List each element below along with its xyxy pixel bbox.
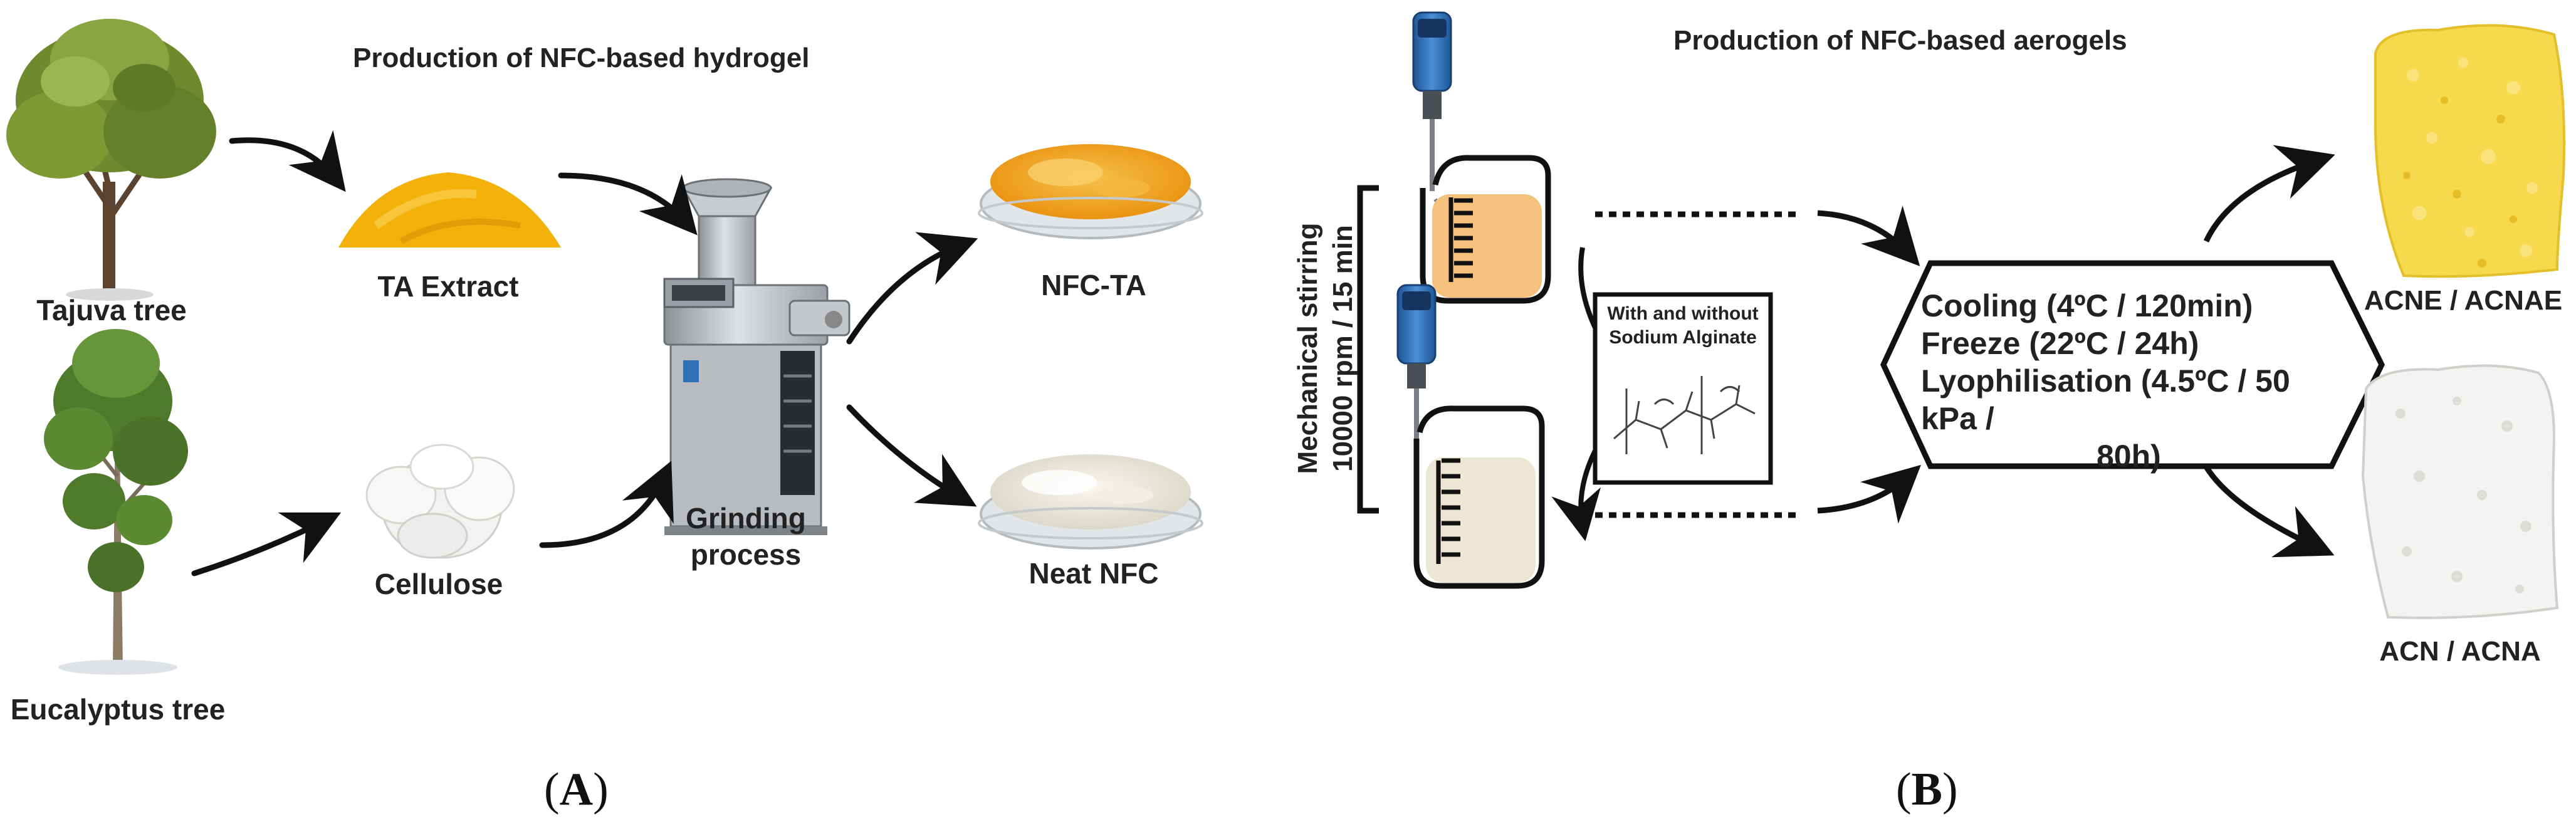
eucalyptus-tree-image [44, 329, 188, 675]
eucalyptus-tree-label: Eucalyptus tree [10, 693, 226, 726]
process-step-lyophilisation: Lyophilisation (4.5ºC / 50 kPa / [1921, 363, 2290, 436]
nfc-ta-dish-image [978, 144, 1203, 239]
acn-aerogel-image [2361, 364, 2559, 619]
process-step-freeze: Freeze (22ºC / 24h) [1921, 326, 2199, 361]
bottom-stirrer-image [1396, 284, 1437, 476]
tajuva-tree-label: Tajuva tree [36, 294, 187, 326]
alginate-label-line2: Sodium Alginate [1609, 327, 1757, 348]
arrow-extract-to-grinder [558, 172, 698, 236]
panel-b-letter: (B) [1896, 764, 1958, 815]
tajuva-tree-image [6, 19, 216, 301]
stirring-bracket [1357, 185, 1379, 514]
arrow-process-to-acn [2204, 465, 2335, 558]
top-beaker-image [1420, 155, 1551, 304]
ta-extract-powder-image [338, 172, 561, 248]
grinding-label-line1: Grinding [686, 502, 806, 534]
stirring-label: Mechanical stirring 10000 rpm / 15 min [1291, 160, 1361, 536]
stirring-label-line2: 10000 rpm / 15 min [1327, 225, 1358, 472]
neat-nfc-label: Neat NFC [1029, 557, 1159, 590]
arrow-process-to-acne [2203, 145, 2335, 242]
top-stirrer-image [1412, 11, 1452, 191]
process-step-cooling: Cooling (4ºC / 120min) [1921, 288, 2253, 323]
alginate-label-line1: With and without [1607, 303, 1759, 324]
stirring-label-line1: Mechanical stirring [1292, 222, 1323, 474]
nfc-ta-label: NFC-TA [1041, 269, 1146, 301]
arrow-eucalyptus-to-cellulose [191, 512, 342, 576]
alginate-box [1593, 292, 1773, 485]
grinder-machine-image [663, 178, 851, 535]
arrow-grinder-to-nfc-ta [846, 232, 978, 345]
panel-b-title: Production of NFC-based aerogels [1673, 25, 2127, 56]
arrow-top-to-process [1817, 206, 1920, 266]
process-box [1880, 260, 2385, 469]
process-step-lyophilisation-cont: 80h) [2097, 439, 2161, 474]
arrow-cellulose-to-grinder [539, 461, 674, 548]
process-steps: Cooling (4ºC / 120min) Freeze (22ºC / 24… [1921, 287, 2347, 475]
panel-a-letter: (A) [544, 764, 609, 815]
ta-extract-label: TA Extract [377, 270, 519, 303]
arrow-grinder-to-neat-nfc [846, 404, 977, 507]
acne-label: ACNE / ACNAE [2364, 285, 2563, 316]
acne-aerogel-image [2374, 24, 2565, 278]
panel-a-arrows [191, 130, 978, 576]
cellulose-label: Cellulose [374, 568, 503, 600]
cellulose-image [365, 444, 515, 559]
grinding-label-line2: process [690, 538, 802, 571]
arrow-tajuva-to-extract [229, 130, 346, 192]
bottom-beaker-image [1413, 405, 1545, 589]
acn-label: ACN / ACNA [2379, 636, 2541, 667]
panel-a-title: Production of NFC-based hydrogel [353, 43, 810, 73]
neat-nfc-dish-image [978, 454, 1203, 550]
alginate-label: With and without Sodium Alginate [1597, 302, 1769, 350]
alginate-structure-icon [1613, 376, 1756, 454]
arrow-bottom-to-process [1817, 464, 1921, 524]
